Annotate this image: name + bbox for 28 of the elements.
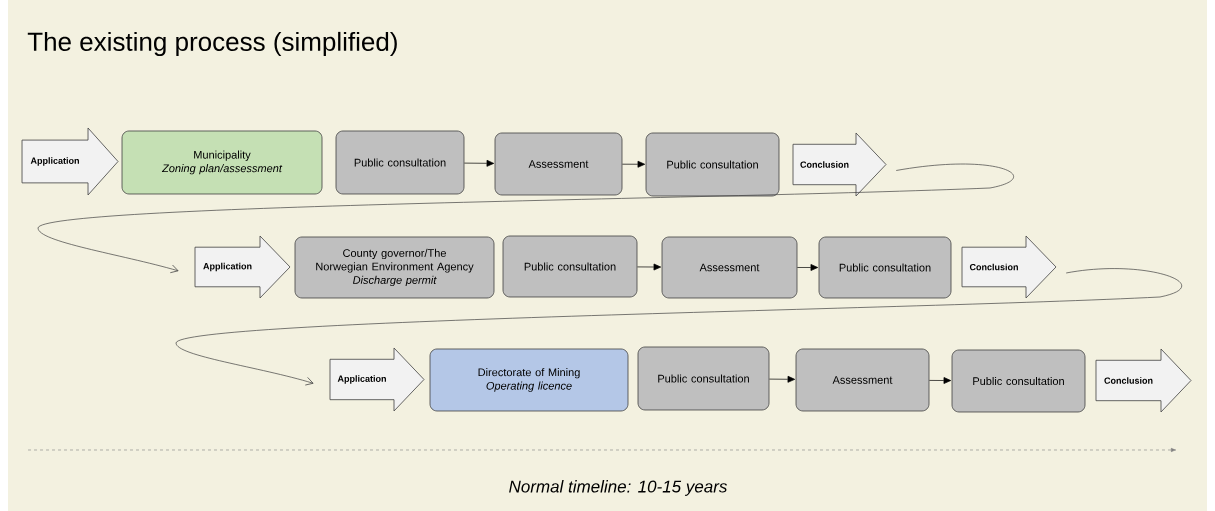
- process-box: Public consultation: [818, 236, 952, 299]
- title: The existing process (simplified): [27, 31, 397, 57]
- process-box: Municipality Zoning plan/assessment: [121, 130, 323, 195]
- arrow: [797, 264, 819, 271]
- process-box: Public consultation: [335, 130, 465, 195]
- timeline-label: Normal timeline: 10-15 years: [509, 480, 728, 496]
- curved-arrow: [37, 163, 1014, 274]
- step-box: Conclusion: [961, 235, 1057, 299]
- step-box: Conclusion: [792, 132, 887, 197]
- arrow: [769, 375, 796, 383]
- process-box: Public consultation: [951, 349, 1086, 413]
- step-box: Application: [21, 127, 119, 196]
- process-box: Public consultation: [502, 235, 638, 298]
- process-box: Assessment: [494, 132, 623, 196]
- step-box: Conclusion: [1095, 348, 1192, 413]
- process-box: County governor/The Norwegian Environment Agency Discharge permit: [294, 236, 495, 299]
- process-box: Directorate of Mining Operating licence: [429, 348, 629, 412]
- arrow: [929, 377, 952, 384]
- curved-arrow: [175, 268, 1183, 386]
- step-box: Application: [194, 235, 291, 299]
- process-box: Assessment: [795, 348, 930, 412]
- process-box: Public consultation: [645, 132, 780, 197]
- process-box: Public consultation: [637, 346, 770, 411]
- arrow: [464, 159, 495, 167]
- step-box: Application: [329, 347, 425, 412]
- process-box: Assessment: [661, 236, 798, 299]
- arrow: [637, 263, 662, 271]
- arrow: [622, 160, 646, 168]
